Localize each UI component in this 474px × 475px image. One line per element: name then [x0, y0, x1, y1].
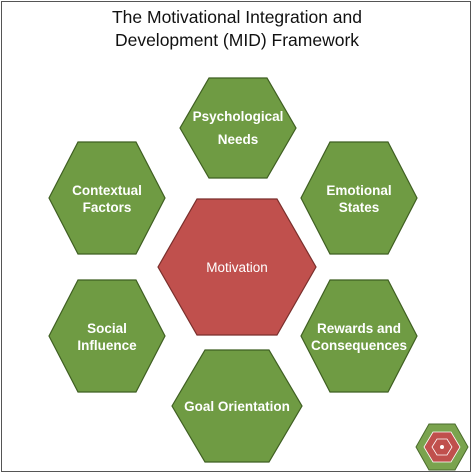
hex-rewards-and-consequences: Rewards and Consequences: [300, 279, 418, 393]
psychological-needs-label-line-2: Needs: [218, 132, 259, 147]
diagram-title: The Motivational Integration and Develop…: [0, 6, 474, 52]
contextual-factors-label-line-2: Factors: [83, 200, 132, 215]
psychological-needs-label-line-1: Psychological: [193, 109, 284, 124]
hex-goal-orientation: Goal Orientation: [171, 349, 303, 463]
rewards-and-consequences-label-line-2: Consequences: [311, 338, 407, 353]
motivation-label: Motivation: [206, 260, 268, 275]
goal-orientation-label: Goal Orientation: [184, 399, 290, 414]
hexagon-logo-icon: [415, 423, 469, 471]
title-line-2: Development (MID) Framework: [114, 30, 360, 50]
emotional-states-label-line-2: States: [339, 200, 380, 215]
hex-emotional-states: Emotional States: [300, 141, 418, 255]
title-line-1: The Motivational Integration and: [111, 7, 363, 27]
hex-social-influence: Social Influence: [48, 279, 166, 393]
hex-contextual-factors: Contextual Factors: [48, 141, 166, 255]
hex-psychological-needs: Psychological Needs: [179, 77, 297, 179]
contextual-factors-label-line-1: Contextual: [72, 183, 142, 198]
rewards-and-consequences-label-line-1: Rewards and: [317, 321, 401, 336]
hex-motivation-center: Motivation: [157, 198, 317, 336]
social-influence-label-line-2: Influence: [77, 338, 137, 353]
social-influence-label-line-1: Social: [87, 321, 127, 336]
emotional-states-label-line-1: Emotional: [326, 183, 391, 198]
